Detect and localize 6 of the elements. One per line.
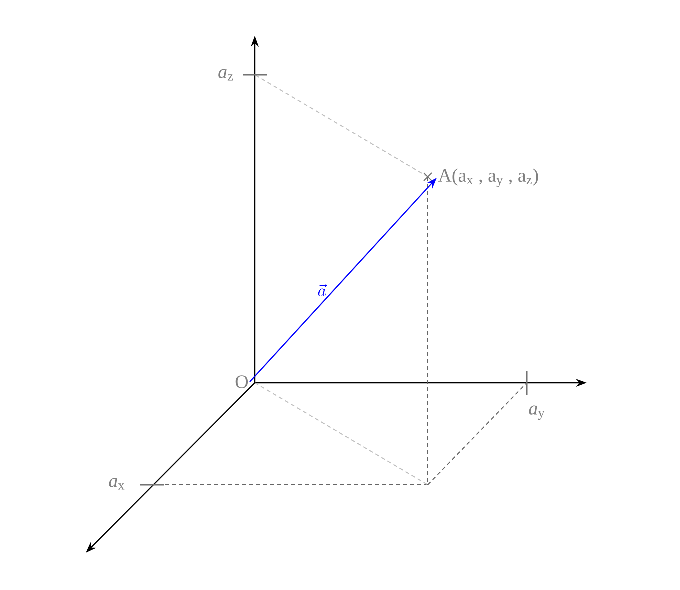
point-label: O [236, 376, 248, 388]
axis-label: a$_{z}$ [218, 69, 234, 81]
axis-label: a$_{y}$ [529, 406, 545, 420]
point-label: A(a$_{x}$ , a$_{y}$ , a$_{z}$) [438, 168, 538, 188]
edge-label: $\vec{a}$ [318, 284, 328, 297]
axis-label: a$_{x}$ [109, 478, 125, 490]
